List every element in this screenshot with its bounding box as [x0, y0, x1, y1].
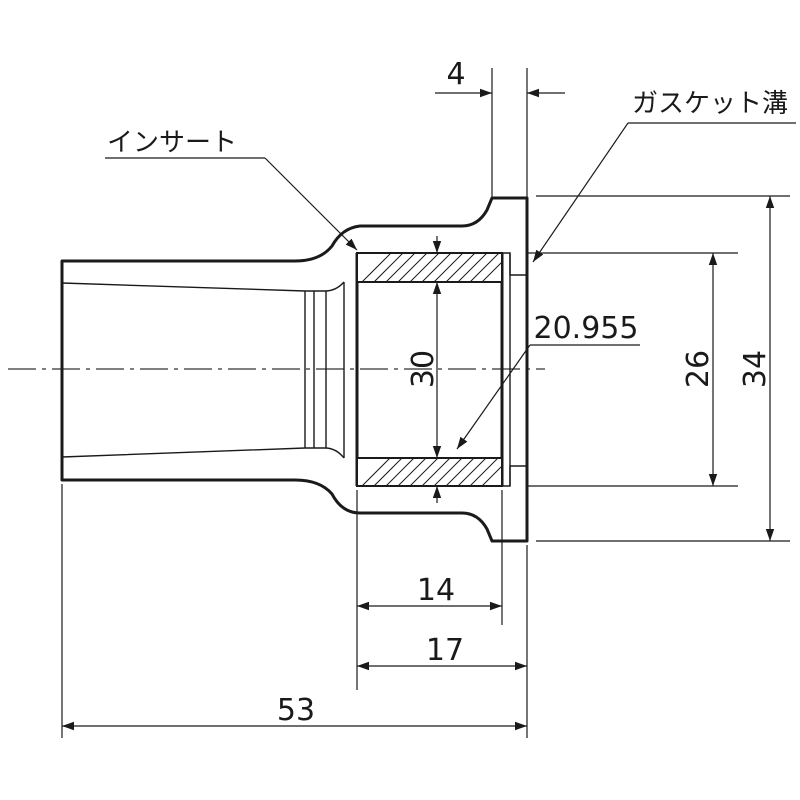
dim-insert-len: 14: [357, 573, 502, 611]
dim-flange-dia: 34: [738, 196, 775, 541]
body-outline: [60, 196, 529, 543]
insert-section-bottom: [356, 457, 503, 487]
callout-gasket-groove-label: ガスケット溝: [632, 89, 788, 119]
tapered-bore: [61, 282, 306, 458]
dim-socket-len-label: 17: [426, 633, 464, 668]
dim-overall-len: 53: [62, 693, 527, 731]
dim-top-gap-label: 4: [446, 57, 465, 92]
dim-thread-dia-label: 20.955: [534, 311, 639, 346]
bore-steps: [304, 281, 345, 459]
dim-overall-len-label: 53: [277, 693, 315, 728]
callout-insert: インサート: [105, 128, 358, 251]
dim-thread-dia: 20.955: [456, 311, 640, 450]
dim-inner-bore: 30: [406, 236, 442, 503]
dim-insert-len-label: 14: [417, 573, 455, 608]
callout-insert-label: インサート: [107, 128, 237, 158]
dim-top-gap: 4: [435, 57, 565, 98]
dim-groove-dia: 26: [681, 253, 718, 486]
insert-section-top: [356, 252, 503, 283]
dim-inner-bore-label: 30: [406, 350, 441, 388]
dim-socket-len: 17: [357, 633, 527, 671]
callout-gasket-groove: ガスケット溝: [532, 89, 796, 263]
dim-flange-dia-label: 34: [738, 350, 773, 388]
dim-groove-dia-label: 26: [681, 350, 716, 388]
